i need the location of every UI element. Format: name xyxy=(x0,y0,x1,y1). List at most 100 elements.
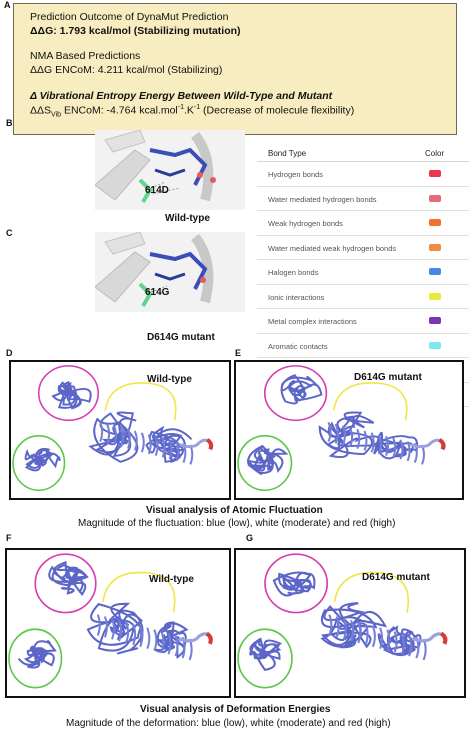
panel-g-letter: G xyxy=(246,533,254,543)
yellow-region-arc xyxy=(332,382,408,421)
mutant-fluctuation-structure xyxy=(237,365,446,492)
protein-domain-coil xyxy=(249,637,283,671)
magenta-region-circle xyxy=(34,553,97,614)
bond-type-label: Water mediated hydrogen bonds xyxy=(268,194,377,204)
bond-color-swatch xyxy=(429,194,441,202)
panel-e-label: D614G mutant xyxy=(354,372,422,383)
panel-g-structure-box: D614G mutant xyxy=(234,548,466,698)
panel-a-summary-box: Prediction Outcome of DynaMut Prediction… xyxy=(13,3,457,135)
residue-614g-label: 614G xyxy=(145,287,170,298)
helix-turn xyxy=(175,441,180,462)
bond-type-label: Aromatic contacts xyxy=(268,341,328,351)
helix-turn xyxy=(96,614,101,636)
bond-type-label: Water mediated weak hydrogen bonds xyxy=(268,243,397,253)
bond-table-row: Water mediated weak hydrogen bonds xyxy=(257,236,469,260)
helix-turn xyxy=(386,629,391,651)
mutant-residue-view xyxy=(95,232,245,312)
panel-d-structure-box: Wild-type xyxy=(9,360,231,500)
fluctuation-caption-subtitle: Magnitude of the fluctuation: blue (low)… xyxy=(78,518,396,529)
helix-turn xyxy=(113,425,118,446)
green-region-circle xyxy=(237,628,293,689)
magenta-region-circle xyxy=(263,365,328,422)
dds-mid2: .K xyxy=(183,104,194,117)
dds-prefix: ΔΔS xyxy=(30,104,52,117)
helix-turn xyxy=(168,439,173,460)
ddg-result: ΔΔG: 1.793 kcal/mol (Stabilizing mutatio… xyxy=(30,25,241,37)
helix-turn xyxy=(106,423,111,444)
panel-a-title: Prediction Outcome of DynaMut Prediction xyxy=(30,11,229,23)
bond-table-row: Halogen bonds xyxy=(257,260,469,285)
helix-turn xyxy=(153,629,158,651)
entropy-title: Δ Vibrational Entropy Energy Between Wil… xyxy=(30,90,333,102)
bond-table-header: Bond Type Color xyxy=(257,145,469,162)
protein-domain-coil xyxy=(51,380,92,410)
helix-turn xyxy=(140,432,145,453)
protein-domain-coil xyxy=(272,571,316,597)
protein-cartoon xyxy=(12,365,214,492)
bond-color-swatch xyxy=(429,219,441,226)
helix-turn xyxy=(379,627,384,650)
encom-result: ΔΔG ENCoM: 4.211 kcal/mol (Stabilizing) xyxy=(30,64,223,76)
helix-turn xyxy=(370,432,375,453)
protein-domain-coil xyxy=(280,374,323,405)
deformation-caption-subtitle: Magnitude of the deformation: blue (low)… xyxy=(66,718,391,729)
residue-614d-label: 614D xyxy=(145,185,169,196)
helix-turn xyxy=(349,427,354,448)
yellow-region-arc xyxy=(333,571,410,613)
residue-sticks xyxy=(138,251,208,308)
helix-turn xyxy=(350,619,355,642)
dds-suffix: (Decrease of molecule flexibility) xyxy=(200,104,355,117)
helix-turn xyxy=(385,435,390,457)
bond-table-row: Hydrogen bonds xyxy=(257,162,469,187)
bond-type-label: Hydrogen bonds xyxy=(268,170,324,179)
protein-domain-coil xyxy=(318,411,384,458)
helix-turn xyxy=(126,428,131,450)
mutant-deformation-structure xyxy=(237,553,448,689)
helix-turn xyxy=(160,631,165,653)
deformation-caption-title: Visual analysis of Deformation Energies xyxy=(140,704,331,715)
wildtype-caption: Wild-type xyxy=(165,213,210,224)
high-value-region xyxy=(205,631,213,645)
helix-turn xyxy=(377,434,382,455)
protein-backbone-ribbon xyxy=(95,130,214,202)
protein-cartoon xyxy=(8,553,213,689)
bond-table-row: Weak hydrogen bonds xyxy=(257,211,469,236)
helix-turn xyxy=(103,616,108,638)
helix-turn xyxy=(154,435,159,457)
green-region-circle xyxy=(8,628,63,689)
yellow-region-arc xyxy=(102,571,176,613)
helix-turn xyxy=(371,625,376,648)
helix-turn xyxy=(161,437,166,458)
protein-backbone-ribbon xyxy=(95,232,214,304)
panel-b-letter: B xyxy=(6,118,13,128)
header-color: Color xyxy=(425,149,445,158)
helix-turn xyxy=(139,625,144,648)
helix-turn xyxy=(392,437,397,458)
helix-turn xyxy=(393,631,398,653)
helix-turn xyxy=(120,427,124,448)
protein-domain-coil xyxy=(246,444,289,476)
helix-turn xyxy=(406,441,411,462)
bond-type-label: Ionic interactions xyxy=(268,292,325,302)
green-region-circle xyxy=(12,435,66,492)
dds-result: ΔΔSVib ENCoM: -4.764 kcal.mol-1.K-1 (Dec… xyxy=(30,104,354,119)
helix-turn xyxy=(146,627,151,650)
high-value-region xyxy=(206,438,214,451)
panel-f-label: Wild-type xyxy=(149,574,194,585)
high-value-region xyxy=(439,631,448,645)
helix-turn xyxy=(342,618,347,640)
helix-turn xyxy=(364,623,369,646)
residue-sticks xyxy=(138,147,216,204)
helix-turn xyxy=(167,633,172,655)
helix-turn xyxy=(400,633,405,655)
fluctuation-caption-title: Visual analysis of Atomic Fluctuation xyxy=(146,505,323,516)
helix-turn xyxy=(399,439,404,460)
header-bond-type: Bond Type xyxy=(268,149,307,158)
mutant-caption: D614G mutant xyxy=(147,332,215,343)
yellow-region-arc xyxy=(104,382,177,421)
bond-type-label: Halogen bonds xyxy=(268,268,319,277)
magenta-region-circle xyxy=(37,365,99,422)
helix-turn xyxy=(118,619,123,642)
helix-turn xyxy=(334,423,339,444)
high-value-region xyxy=(438,438,446,451)
